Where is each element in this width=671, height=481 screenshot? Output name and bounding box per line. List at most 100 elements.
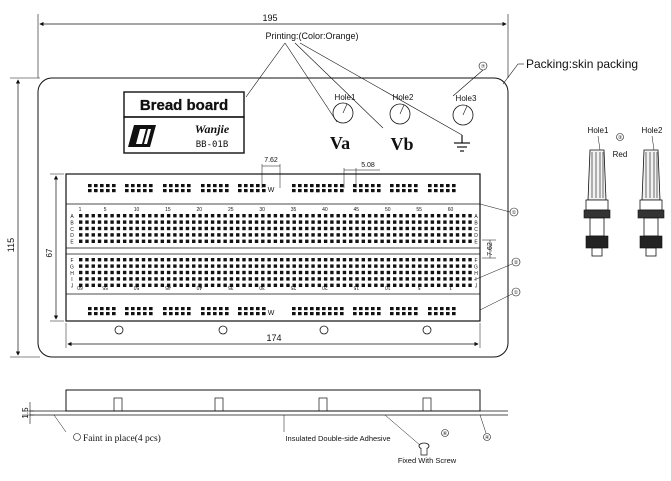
post-1-color: Red <box>613 150 628 159</box>
terminal-hole <box>380 226 384 231</box>
terminal-hole <box>179 264 183 268</box>
overall-width-dimension: 195 <box>37 13 509 78</box>
terminal-hole <box>116 270 121 275</box>
terminal-hole <box>336 283 340 287</box>
terminal-hole <box>323 264 328 268</box>
terminal-hole <box>141 233 146 237</box>
terminal-hole <box>468 214 472 218</box>
terminal-hole <box>393 214 397 218</box>
terminal-hole <box>236 283 240 287</box>
row-letter: J <box>71 284 74 290</box>
rail-hole <box>238 189 242 193</box>
terminal-hole <box>166 277 171 281</box>
terminal-hole <box>236 270 240 275</box>
rail-hole <box>434 307 438 311</box>
terminal-hole <box>85 264 89 268</box>
terminal-hole <box>104 214 108 218</box>
rail-hole <box>219 312 223 316</box>
terminal-hole <box>292 233 296 237</box>
terminal-hole <box>436 214 441 218</box>
rail-hole <box>163 184 167 188</box>
terminal-hole <box>367 239 372 243</box>
rail-mark-top: W <box>268 187 275 194</box>
terminal-hole <box>85 283 89 287</box>
terminal-hole <box>254 226 259 231</box>
terminal-hole <box>229 270 234 275</box>
logo-title: Bread board <box>140 97 228 114</box>
terminal-hole <box>455 226 460 231</box>
terminal-hole <box>418 277 422 281</box>
column-number: 55 <box>102 284 108 290</box>
terminal-hole <box>148 214 152 218</box>
terminal-hole <box>229 277 234 281</box>
terminal-hole <box>355 264 359 268</box>
terminal-hole <box>210 220 215 224</box>
rail-hole <box>112 307 116 311</box>
terminal-hole <box>166 258 171 262</box>
terminal-hole <box>430 264 435 268</box>
rail-hole <box>201 307 205 311</box>
terminal-hole <box>317 220 322 224</box>
terminal-hole <box>449 264 453 268</box>
side-gap-label: 7.62 <box>487 242 494 256</box>
terminal-hole <box>261 220 265 224</box>
terminal-hole <box>198 220 202 224</box>
terminal-hole <box>85 239 89 243</box>
terminal-hole <box>254 233 259 237</box>
terminal-hole <box>116 258 121 262</box>
terminal-hole <box>399 214 403 218</box>
faint-label: Faint in place(4 pcs) <box>83 433 161 444</box>
terminal-hole <box>367 277 372 281</box>
terminal-hole <box>79 258 83 262</box>
terminal-hole <box>79 270 83 275</box>
rail-hole <box>112 312 116 316</box>
rail-hole <box>328 184 332 188</box>
terminal-hole <box>311 264 315 268</box>
rail-hole <box>316 307 320 311</box>
column-number: 30 <box>259 207 265 213</box>
terminal-hole <box>305 277 309 281</box>
terminal-hole <box>104 264 108 268</box>
terminal-hole <box>311 270 315 275</box>
terminal-hole <box>323 283 328 287</box>
terminal-hole <box>210 233 215 237</box>
terminal-hole <box>148 270 152 275</box>
terminal-hole <box>154 264 158 268</box>
terminal-hole <box>173 277 177 281</box>
rail-hole <box>316 189 320 193</box>
row-letter: H <box>474 271 478 277</box>
terminal-hole <box>185 270 190 275</box>
rail-hole <box>371 189 375 193</box>
terminal-hole <box>380 277 384 281</box>
terminal-hole <box>405 283 409 287</box>
terminal-hole <box>330 264 334 268</box>
terminal-hole <box>267 283 271 287</box>
rail-hole <box>207 189 211 193</box>
row-letter: E <box>70 240 74 246</box>
terminal-hole <box>248 233 252 237</box>
terminal-hole <box>254 270 259 275</box>
pitch-dimension-b: 5.08 <box>343 162 380 188</box>
terminal-hole <box>436 239 441 243</box>
terminal-hole <box>317 226 322 231</box>
rail-hole <box>390 189 394 193</box>
hole-1: Hole1 Va <box>330 93 356 153</box>
column-number: 10 <box>134 207 140 213</box>
terminal-hole <box>210 214 215 218</box>
terminal-hole <box>116 264 121 268</box>
terminal-hole <box>204 270 208 275</box>
terminal-hole <box>367 283 372 287</box>
terminal-hole <box>104 270 108 275</box>
terminal-hole <box>405 264 409 268</box>
terminal-hole <box>393 220 397 224</box>
hole-2-symbol: Vb <box>390 134 413 154</box>
rail-hole <box>408 312 412 316</box>
terminal-hole <box>104 226 108 231</box>
terminal-hole <box>374 258 378 262</box>
terminal-hole <box>91 214 95 218</box>
terminal-hole <box>430 214 435 218</box>
column-number: 1 <box>449 284 452 290</box>
terminal-hole <box>185 226 190 231</box>
terminal-hole <box>261 277 265 281</box>
terminal-hole <box>223 264 227 268</box>
